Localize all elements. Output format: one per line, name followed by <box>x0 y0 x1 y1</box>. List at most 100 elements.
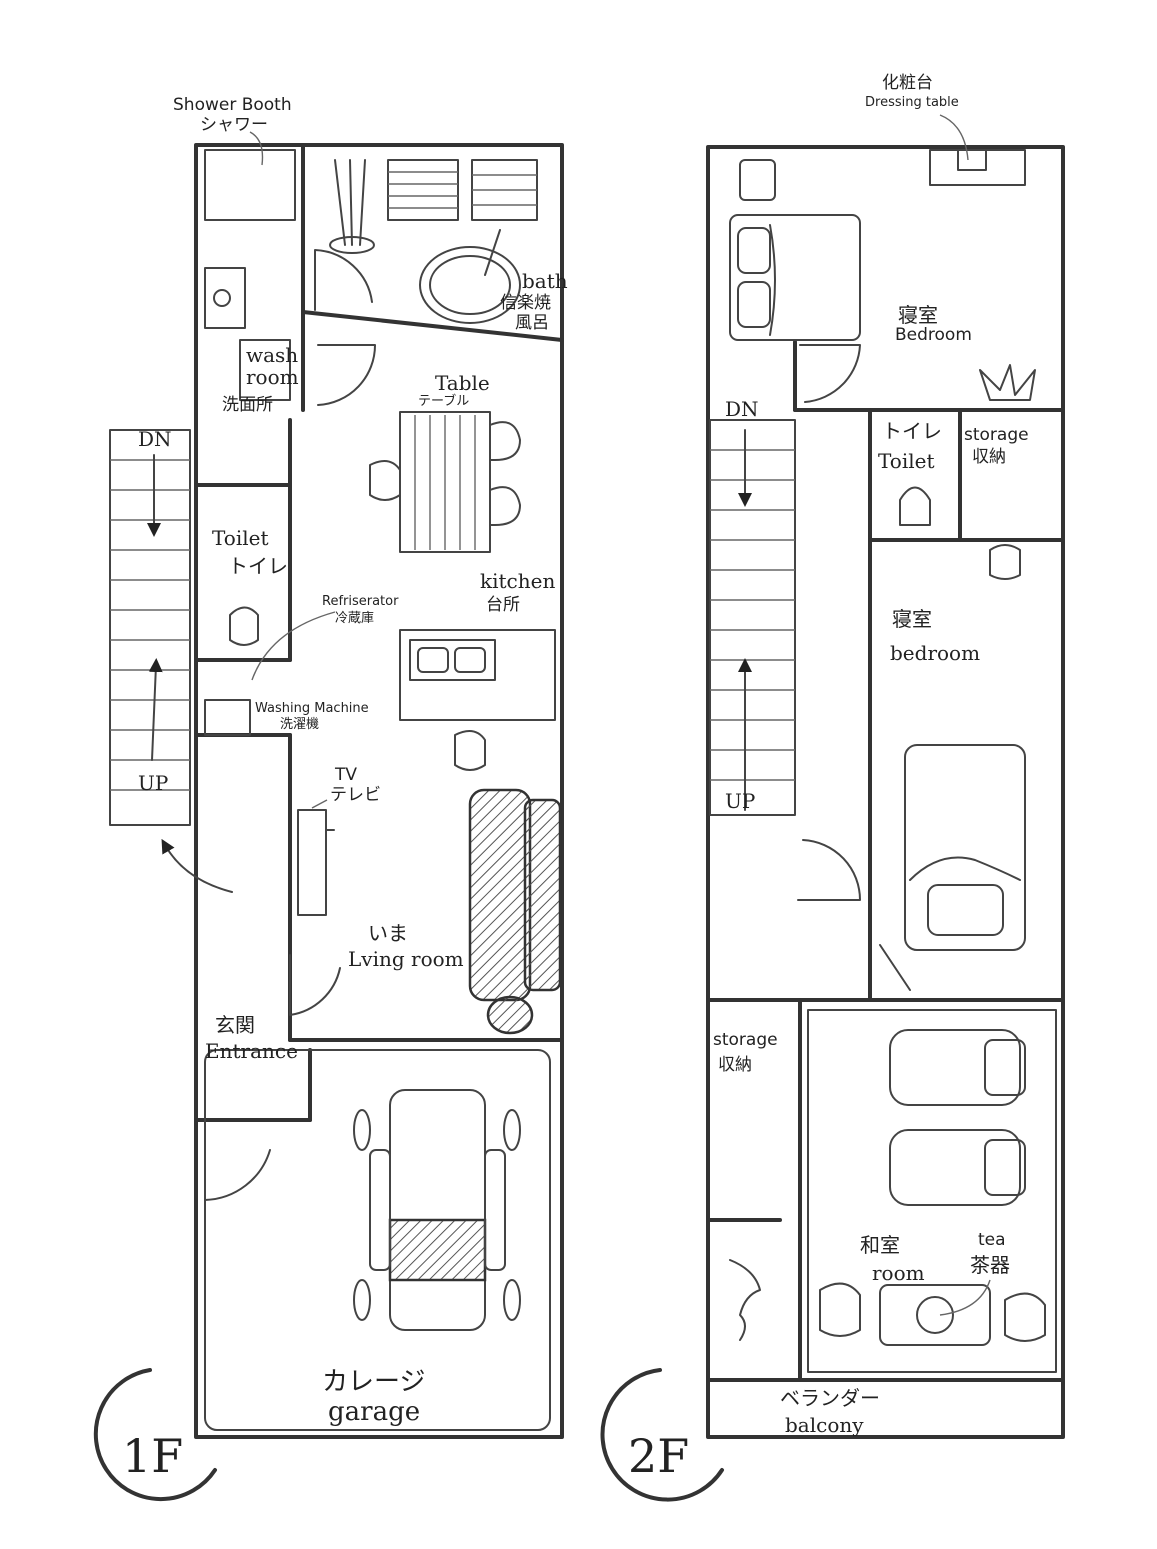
storage-item <box>729 1259 761 1341</box>
stairs-down-label: DN <box>138 427 172 451</box>
bedroom-label: Bedroom <box>895 325 972 345</box>
bedroom-label-jp: 寝室 <box>898 303 938 327</box>
washitsu-label-jp: 和室 <box>860 1233 900 1257</box>
wall <box>301 310 564 342</box>
wash-basin-sink <box>213 289 231 307</box>
toilet-fixture <box>229 606 259 646</box>
floor-1-outer-wall <box>194 143 564 1439</box>
futon[interactable] <box>889 1129 1026 1206</box>
dressing-callout <box>939 114 969 161</box>
toilet-2f-fixture <box>899 486 931 526</box>
futon[interactable] <box>889 1029 1026 1106</box>
bedroom-2-label-jp: 寝室 <box>892 607 932 631</box>
storage-2-label-jp: 収納 <box>718 1055 752 1075</box>
dining-chair[interactable] <box>489 421 521 461</box>
stairs-2f-down-label: DN <box>725 397 759 421</box>
washing-machine-label-jp: 洗濯機 <box>280 717 319 732</box>
bath-label: bath <box>522 269 568 293</box>
bedroom-chair[interactable] <box>989 544 1021 580</box>
tv-label-jp: テレビ <box>330 785 381 805</box>
floor-1-badge-ring <box>93 1368 217 1502</box>
living-room-label: Lving room <box>348 947 464 971</box>
toilet-label: Toilet <box>212 526 269 550</box>
dining-chair[interactable] <box>369 460 401 501</box>
bamboo-plant <box>329 159 375 254</box>
tv[interactable] <box>297 809 327 916</box>
tea-label-jp: 茶器 <box>970 1253 1010 1277</box>
dressing-table-label-jp: 化粧台 <box>882 73 933 93</box>
floor-2-badge-ring <box>600 1368 724 1502</box>
kitchen-stool[interactable] <box>454 730 486 771</box>
stairs-2f[interactable] <box>709 419 796 816</box>
stairs-up-arrow <box>148 658 163 761</box>
storage-label: storage <box>964 425 1029 445</box>
entrance-label: Entrance <box>205 1039 298 1063</box>
tea-callout <box>939 1279 991 1316</box>
wash-room-label: wash <box>246 343 298 367</box>
washing-machine <box>204 699 251 736</box>
living-door <box>289 954 341 1016</box>
balcony-label: balcony <box>785 1413 864 1437</box>
towel-shelf <box>387 159 538 221</box>
toilet-2f-label-jp: トイレ <box>882 419 942 443</box>
balcony-label-jp: ベランダー <box>780 1386 880 1410</box>
floor-1-badge: 1F <box>122 1429 183 1483</box>
floor-2-badge: 2F <box>628 1429 689 1483</box>
car <box>353 1089 521 1331</box>
hallway-door <box>797 839 862 901</box>
dressing-table[interactable] <box>929 149 1026 186</box>
zaisu-chair[interactable] <box>819 1282 861 1337</box>
garage-label: garage <box>328 1397 420 1427</box>
refrigerator-label-jp: 冷蔵庫 <box>335 611 374 626</box>
bath-label-jp-2: 風呂 <box>515 313 549 333</box>
wash-room-label-jp: 洗面所 <box>222 395 273 415</box>
washitsu-inner <box>807 1009 1057 1373</box>
tea-set <box>916 1296 954 1334</box>
stairs-2f-up-label: UP <box>725 789 755 813</box>
floor-2-plan: 化粧台 Dressing table 寝室 Bedroom DN UP トイレ … <box>600 73 1065 1502</box>
storage-label-jp: 収納 <box>972 447 1006 467</box>
garage-area <box>204 1049 551 1431</box>
wash-room-partition <box>239 339 291 401</box>
floor-2-outer-wall <box>706 145 1065 1439</box>
dressing-table-label: Dressing table <box>865 95 959 110</box>
low-table[interactable] <box>879 1284 991 1346</box>
bedroom-2-label: bedroom <box>890 641 980 665</box>
stairs-1f[interactable] <box>109 429 191 826</box>
shower-booth <box>204 149 296 221</box>
fridge-callout <box>251 611 336 681</box>
table-label: Table <box>435 371 490 395</box>
refrigerator-label: Refriserator <box>322 594 399 609</box>
kitchen-label-jp: 台所 <box>486 595 520 615</box>
tea-label: tea <box>978 1230 1006 1250</box>
bedroom-door <box>799 344 861 403</box>
shower-booth-label-jp: シャワー <box>200 115 268 135</box>
ottoman[interactable] <box>486 995 534 1035</box>
bath-door <box>314 249 373 311</box>
bath-label-jp: 信楽焼 <box>500 293 551 313</box>
stairs-up-label: UP <box>138 771 168 795</box>
door-swing <box>879 944 911 991</box>
shower-booth-label: Shower Booth <box>173 95 292 115</box>
kitchen-label: kitchen <box>480 569 555 593</box>
bed-2f-bedroom[interactable] <box>729 214 861 341</box>
living-room-label-jp: いま <box>368 921 408 945</box>
garage-label-jp: カレージ <box>322 1367 425 1397</box>
nightstand[interactable] <box>739 159 776 201</box>
zaisu-chair[interactable] <box>1004 1292 1046 1342</box>
bed-2f-bedroom-2[interactable] <box>904 744 1026 951</box>
bath-tub <box>419 229 521 324</box>
dining-door <box>317 344 377 406</box>
table-label-jp: テーブル <box>418 393 469 409</box>
wash-basin <box>204 267 246 329</box>
dining-chair[interactable] <box>489 486 521 526</box>
washitsu-label: room <box>872 1261 925 1285</box>
tv-callout <box>311 799 328 809</box>
sofa[interactable] <box>468 788 562 1002</box>
entrance-door <box>204 1129 271 1201</box>
shower-callout <box>249 131 264 166</box>
toilet-label-jp: トイレ <box>228 554 288 578</box>
dressing-table-mirror <box>957 149 987 171</box>
entrance-label-jp: 玄関 <box>215 1013 255 1037</box>
